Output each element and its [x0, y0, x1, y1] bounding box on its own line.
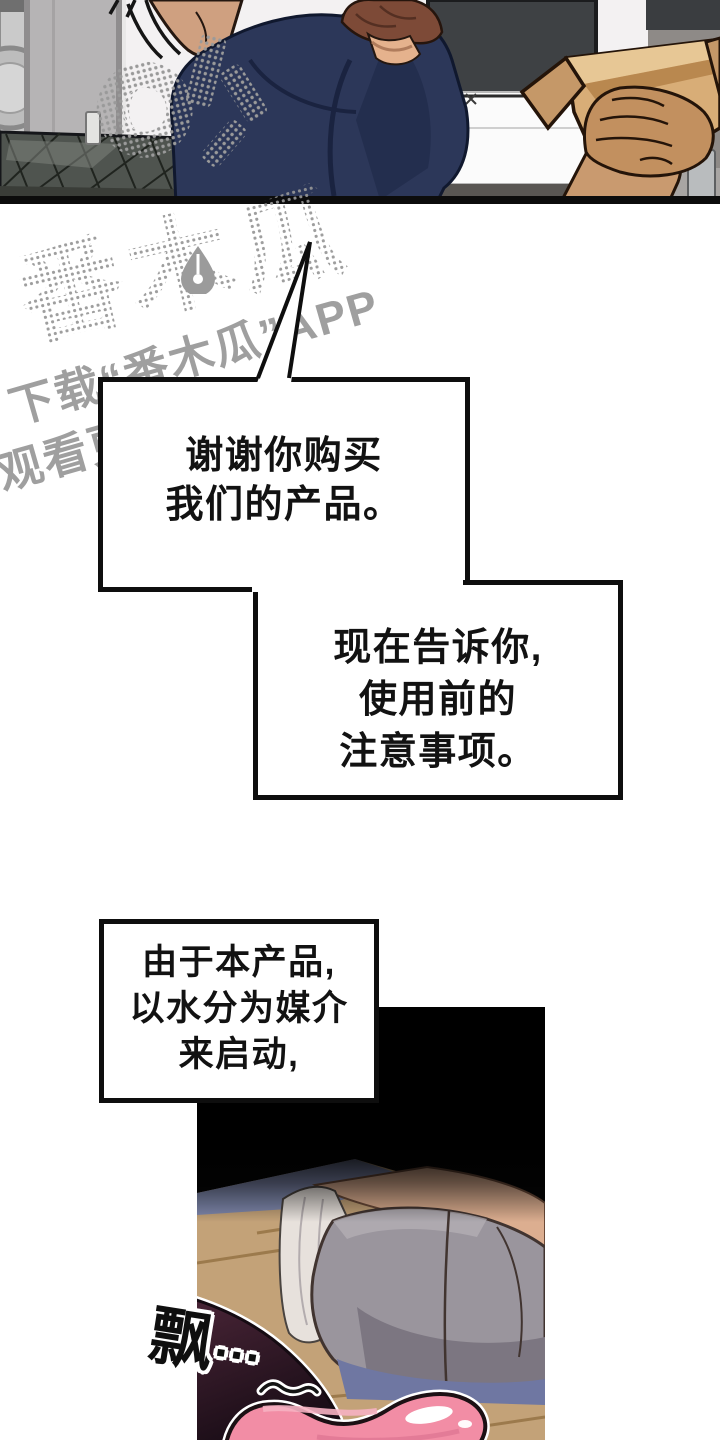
- papaya-logo-icon: [96, 33, 267, 168]
- bubble-line: 我们的产品。: [165, 484, 403, 526]
- tongue-shape: [222, 1389, 490, 1440]
- bubble-line: 使用前的: [358, 679, 517, 721]
- bubble-line: 以水分为媒介: [129, 989, 349, 1028]
- hand-holding-box: [558, 85, 715, 204]
- bubble-line: 现在告诉你,: [333, 627, 543, 669]
- panel-border: [0, 196, 720, 204]
- bubble-line: 注意事项。: [339, 731, 537, 773]
- sfx-dots: ▪▪▪: [213, 1335, 266, 1375]
- bubble-line: 来启动,: [178, 1035, 300, 1074]
- speech-bubble-2: 现在告诉你, 使用前的 注意事项。: [253, 580, 623, 800]
- top-panel-artwork: [0, 0, 720, 204]
- sfx-float: 飘▪▪▪: [143, 1284, 268, 1392]
- motion-squiggle: [256, 1379, 322, 1397]
- bubble-joint-patch: [252, 578, 463, 592]
- bottom-panel-artwork: [197, 1007, 545, 1440]
- speech-bubble-1: 谢谢你购买 我们的产品。: [98, 377, 470, 592]
- bubble-line: 由于本产品,: [142, 943, 336, 982]
- pants-shadow: [337, 1359, 545, 1405]
- glass-bottle: [85, 111, 101, 145]
- sfx-text: 飘: [144, 1298, 219, 1380]
- bubble-tail: [256, 241, 312, 383]
- pen-nib-icon: [181, 246, 215, 294]
- speech-bubble-3: 由于本产品, 以水分为媒介 来启动,: [99, 919, 379, 1103]
- speed-lines: [108, 0, 182, 60]
- bubble-line: 谢谢你购买: [185, 435, 383, 477]
- sweatpants: [310, 1206, 545, 1405]
